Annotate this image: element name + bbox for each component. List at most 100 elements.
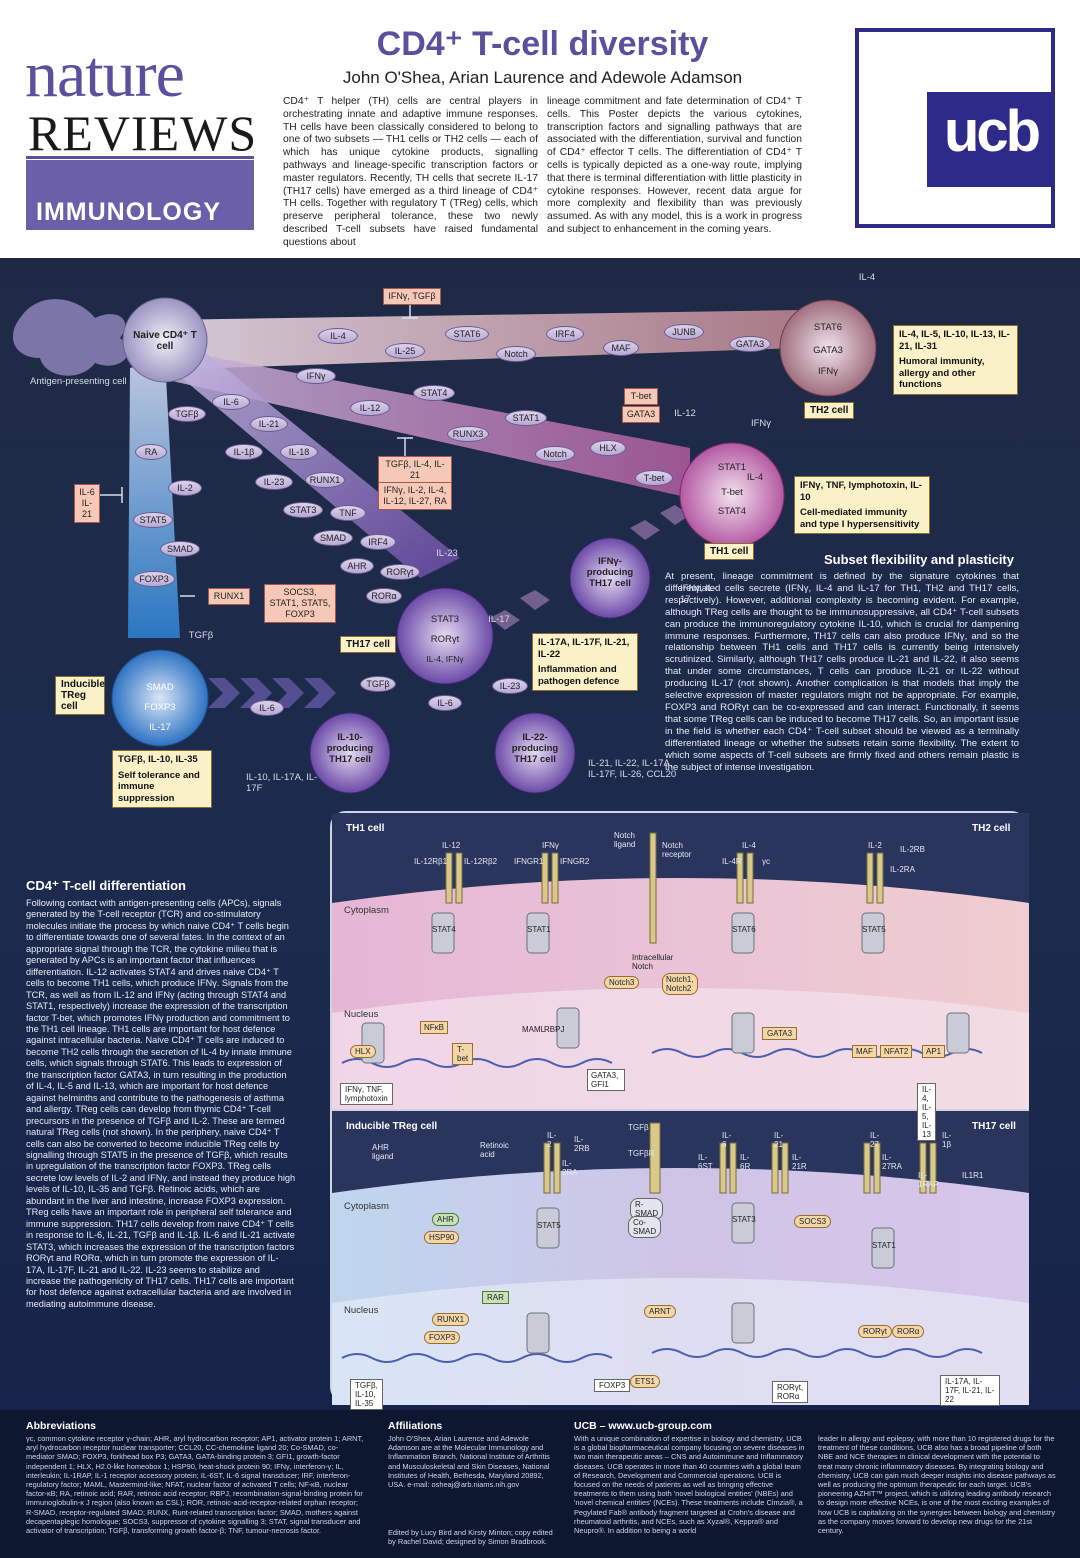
diagram-area: Naive CD4⁺ T cell Antigen-presenting cel… xyxy=(0,258,1080,1410)
treg-cell-label: Inducible TReg cell xyxy=(55,676,105,715)
th1-inhibitor-box: TGFβ, IL-4, IL-21 xyxy=(378,456,452,484)
rcp-il1r1: IL1R1 xyxy=(962,1171,984,1180)
apc-shape xyxy=(12,299,129,376)
th1-output-function: Cell-mediated immunity and type I hypers… xyxy=(800,507,920,530)
treg-band xyxy=(128,358,180,638)
rcp-il4r: IL-4R xyxy=(722,857,742,866)
differentiation-heading: CD4⁺ T-cell differentiation xyxy=(26,878,186,893)
panel-cytoplasm-bottom: Cytoplasm xyxy=(344,1201,389,1212)
th1-inner-il4: IL-4 xyxy=(746,472,764,483)
gata3-inhibitor-box: GATA3 xyxy=(622,406,660,423)
bnode-rar: RAR xyxy=(482,1291,509,1304)
th1-inner-stat4: STAT4 xyxy=(717,506,747,517)
ifng-th17-label: IFNγ-producing TH17 cell xyxy=(586,556,634,589)
th17-output-function: Inflammation and pathogen defence xyxy=(538,664,620,687)
th2-output-function: Humoral immunity, allergy and other func… xyxy=(899,356,985,390)
bnode-stat3: STAT3 xyxy=(732,1215,756,1224)
bnode-runx1: RUNX1 xyxy=(432,1313,470,1326)
treg-inner-il17: IL-17 xyxy=(149,722,171,733)
th2-oval-notch: Notch xyxy=(496,346,536,362)
flexibility-body: At present, lineage commitment is define… xyxy=(665,571,1019,773)
th17-oval-il18: IL-18 xyxy=(280,444,318,460)
th2-oval-gata3: GATA3 xyxy=(729,336,771,352)
th1-oval-il12: IL-12 xyxy=(350,400,390,416)
node-hlx: HLX xyxy=(350,1045,376,1058)
th17-output-box: IL-17A, IL-17F, IL-21, IL-22 Inflammatio… xyxy=(532,633,638,691)
panel-cytoplasm-top: Cytoplasm xyxy=(344,905,389,916)
th17-il23-label: IL-23 xyxy=(436,548,458,559)
rcp-il27: IL-27 xyxy=(870,1131,880,1149)
panel-th1-title: TH1 cell xyxy=(346,823,385,834)
bnode-hsp90: HSP90 xyxy=(424,1231,460,1244)
node-notch3: Notch3 xyxy=(604,976,640,989)
rcp-il4: IL-4 xyxy=(742,841,756,850)
ucb-body-col1: With a unique combination of expertise i… xyxy=(574,1434,805,1536)
bottom-output-th17: IL-17A, IL-17F, IL-21, IL-22 xyxy=(940,1375,1000,1406)
rcp-il2rb: IL-2RB xyxy=(900,845,925,854)
th2-inhibitor-box: IFNγ, TGFβ xyxy=(383,288,441,305)
th1-output-box: IFNγ, TNF, lymphotoxin, IL-10 Cell-media… xyxy=(794,476,930,534)
treg-inhibitor-box: IL-6 IL-21 xyxy=(74,484,100,523)
th2-cell-shape xyxy=(779,299,877,397)
rcp-ifngr1: IFNGR1 xyxy=(514,857,544,866)
panel-nucleus-top: Nucleus xyxy=(344,1009,379,1020)
rcp-il12: IL-12 xyxy=(442,841,461,850)
th17-oval-il23: IL-23 xyxy=(255,474,293,490)
th17-oval-il1b: IL-1β xyxy=(225,444,263,460)
th17-oval-tnf: TNF xyxy=(330,505,366,521)
rcp-tgfb: TGFβ xyxy=(628,1123,649,1132)
th1-output-cytokines: IFNγ, TNF, lymphotoxin, IL-10 xyxy=(800,480,922,503)
panel-treg-title: Inducible TReg cell xyxy=(346,1121,438,1132)
bnode-ahr: AHR xyxy=(432,1213,459,1226)
th2-oval-irf4: IRF4 xyxy=(546,326,584,342)
th2-inner-gata3: GATA3 xyxy=(813,345,843,356)
th17-output-cytokines: IL-17A, IL-17F, IL-21, IL-22 xyxy=(538,637,630,660)
rcp-il12rb2: IL-12Rβ2 xyxy=(464,857,498,866)
th17-inner-il4-ifng: IL-4, IFNγ xyxy=(426,654,464,664)
il22-th17-shape xyxy=(494,712,576,794)
rcp-il2ra: IL-2RA xyxy=(890,865,915,874)
th17-round-il23: IL-23 xyxy=(492,678,528,694)
node-maml: MAML xyxy=(522,1025,546,1034)
th1-inner-stat1: STAT1 xyxy=(717,462,747,473)
th1-oval-notch: Notch xyxy=(535,446,575,462)
node-stat1: STAT1 xyxy=(527,925,551,934)
bnode-rsmad: R-SMAD xyxy=(630,1198,664,1220)
th2-inner-stat6: STAT6 xyxy=(813,322,843,333)
node-maf: MAF xyxy=(852,1045,877,1058)
journal-logo-nature: nature xyxy=(25,38,185,111)
bnode-stat5: STAT5 xyxy=(537,1221,561,1230)
il22-th17-output: IL-21, IL-22, IL-17A, IL-17F, IL-26, CCL… xyxy=(588,758,677,780)
node-stat5: STAT5 xyxy=(862,925,886,934)
rcp-il2ra-b: IL-2RA xyxy=(562,1159,578,1177)
th1-receptor-il12: IL-12 xyxy=(674,408,696,419)
node-tbet: T-bet xyxy=(452,1043,474,1065)
treg-oval-smad: SMAD xyxy=(160,541,200,557)
inhibition-lines xyxy=(100,302,418,597)
rcp-il6st: IL-6ST xyxy=(698,1153,713,1171)
bottom-output-ror: RORγt, RORα xyxy=(772,1381,809,1403)
treg-runx1-box: RUNX1 xyxy=(208,588,250,605)
panel-th17-title: TH17 cell xyxy=(972,1121,1016,1132)
rcp-il1rap: IL-1RAP xyxy=(918,1171,939,1189)
rcp-gc: γc xyxy=(762,857,770,866)
bottom-output-foxp3: FOXP3 xyxy=(594,1379,631,1392)
treg-il6-oval: IL-6 xyxy=(250,700,284,716)
node-notch12: Notch1, Notch2 xyxy=(662,973,698,995)
th1-oval-stat1: STAT1 xyxy=(505,410,547,426)
th2-cell-label: TH2 cell xyxy=(804,402,855,419)
th2-inner-ifng: IFNγ xyxy=(817,366,839,377)
ucb-body-col2: leader in allergy and epilepsy, with mor… xyxy=(818,1434,1056,1536)
logo-band xyxy=(26,160,254,230)
th17-oval-rorgt: RORγt xyxy=(380,564,420,580)
th1-cell-label: TH1 cell xyxy=(704,543,755,560)
bnode-rorgt: RORγt xyxy=(858,1325,892,1338)
rcp-ifng: IFNγ xyxy=(542,841,559,850)
treg-tgfb-label: TGFβ xyxy=(188,630,214,641)
bottom-output-treg: TGFβ, IL-10, IL-35 xyxy=(350,1379,383,1410)
node-nfat2: NFAT2 xyxy=(880,1045,913,1058)
th2-output-cytokines: IL-4, IL-5, IL-10, IL-13, IL-21, IL-31 xyxy=(899,329,1010,352)
poster-authors: John O'Shea, Arian Laurence and Adewole … xyxy=(342,68,743,87)
apc-label: Antigen-presenting cell xyxy=(30,376,127,387)
affiliations-editors: Edited by Lucy Bird and Kirsty Minton; c… xyxy=(388,1528,553,1547)
